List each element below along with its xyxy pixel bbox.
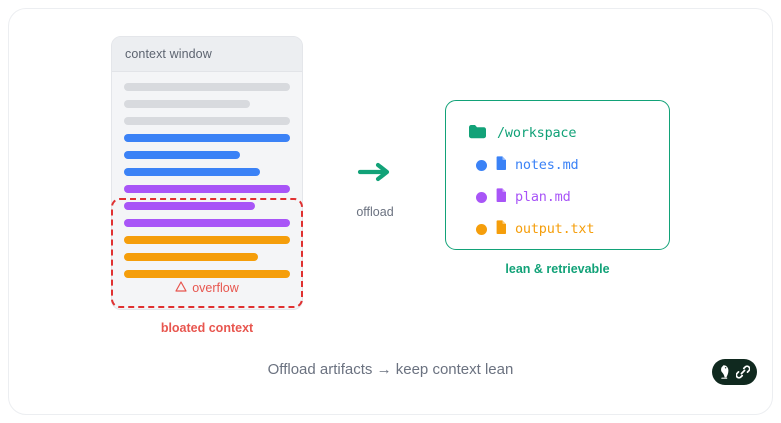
file-color-dot (476, 159, 487, 171)
context-bar (124, 270, 290, 278)
context-bar (124, 168, 261, 176)
warning-triangle-icon (175, 281, 187, 295)
arrow-right-icon (340, 158, 410, 191)
folder-icon (468, 124, 487, 143)
link-icon (735, 365, 750, 379)
context-bar (124, 236, 290, 244)
workspace-folder-row: /workspace (446, 117, 669, 149)
file-icon (495, 155, 507, 175)
offload-label: offload (356, 205, 394, 219)
workspace-file-row[interactable]: notes.md (446, 149, 669, 181)
offload-transition: offload (340, 158, 410, 219)
file-icon (495, 219, 507, 239)
bloated-context-caption: bloated context (160, 321, 254, 335)
workspace-caption: lean & retrievable (505, 262, 610, 276)
file-color-dot (476, 223, 487, 235)
context-bar (124, 134, 290, 142)
context-bar (124, 151, 241, 159)
file-icon (495, 187, 507, 207)
bird-icon (720, 364, 733, 380)
workspace-file-list: notes.md plan.md output.txt (446, 149, 669, 245)
context-window-titlebar: context window (112, 37, 302, 72)
context-bar (124, 253, 259, 261)
file-color-dot (476, 191, 487, 203)
context-bar (124, 83, 290, 91)
context-bar (124, 117, 290, 125)
context-bar (124, 219, 290, 227)
footer-caption: Offload artifacts → keep context lean (267, 361, 514, 378)
workspace-file-row[interactable]: plan.md (446, 181, 669, 213)
workspace-file-name: plan.md (515, 189, 571, 205)
overflow-text: overflow (192, 281, 239, 295)
workspace-file-name: notes.md (515, 157, 579, 173)
context-bar (124, 100, 251, 108)
workspace-file-row[interactable]: output.txt (446, 213, 669, 245)
brand-badge[interactable] (712, 359, 757, 385)
context-window-bars (112, 72, 302, 278)
workspace-panel: /workspace notes.md plan.md output.txt (445, 100, 670, 250)
context-window-title: context window (125, 47, 212, 61)
workspace-file-name: output.txt (515, 221, 595, 237)
context-window-panel: context window (111, 36, 303, 310)
context-bar (124, 185, 290, 193)
workspace-folder-name: /workspace (497, 125, 577, 141)
overflow-label-group: overflow (111, 281, 303, 295)
context-bar (124, 202, 256, 210)
